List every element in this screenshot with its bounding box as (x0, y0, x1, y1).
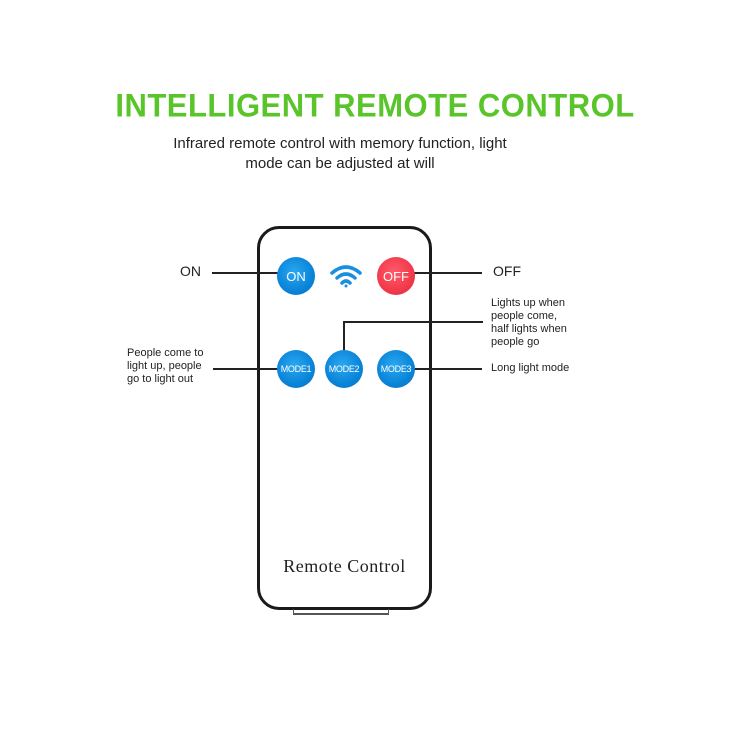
subtitle-line-1: Infrared remote control with memory func… (173, 135, 507, 152)
remote-label: Remote Control (283, 556, 406, 576)
remote-bottom-edge (293, 609, 389, 615)
mode2-description-line: people come, (491, 310, 558, 322)
page-title: INTELLIGENT REMOTE CONTROL (115, 87, 635, 124)
subtitle: Infrared remote control with memory func… (0, 134, 680, 174)
mode1-description-line: light up, people (127, 360, 202, 372)
mode1-connector-line (213, 368, 278, 370)
mode2-connector-vertical (343, 321, 345, 351)
mode1-description-line: People come to (127, 347, 204, 359)
off-connector-line (414, 272, 482, 274)
mode3-description: Long light mode (491, 362, 570, 374)
mode2-description-line: half lights when (491, 323, 567, 335)
mode2-description: Lights up when people come, half lights … (491, 297, 567, 349)
mode3-connector-line (414, 368, 482, 370)
mode2-button[interactable]: MODE2 (325, 350, 363, 388)
off-button[interactable]: OFF (377, 257, 415, 295)
mode2-description-line: people go (491, 336, 540, 348)
subtitle-line-2: mode can be adjusted at will (245, 155, 435, 172)
mode2-connector-horizontal (343, 321, 483, 323)
on-label: ON (180, 263, 201, 279)
wireless-signal-icon (330, 265, 362, 288)
mode2-description-line: Lights up when (491, 297, 565, 309)
mode1-button[interactable]: MODE1 (277, 350, 315, 388)
on-connector-line (212, 272, 278, 274)
mode1-description-line: go to light out (127, 373, 194, 385)
mode1-description: People come to light up, people go to li… (127, 347, 203, 386)
off-label: OFF (493, 263, 521, 279)
mode3-button[interactable]: MODE3 (377, 350, 415, 388)
on-button[interactable]: ON (277, 257, 315, 295)
